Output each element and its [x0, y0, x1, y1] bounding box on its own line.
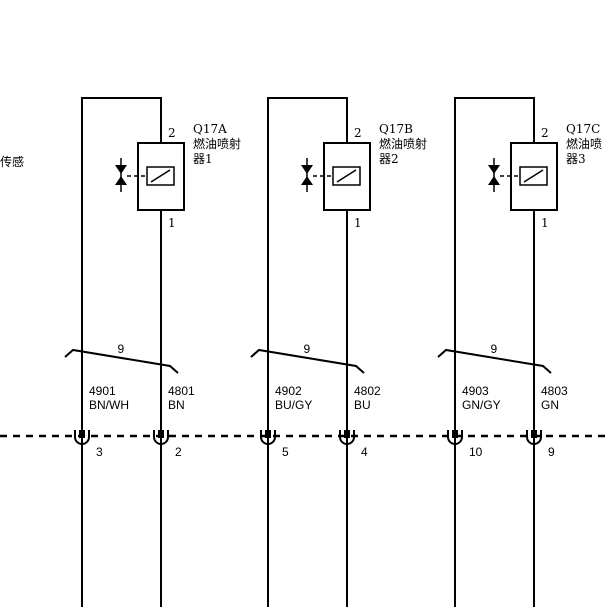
bundle-count: 9 — [304, 342, 311, 356]
right-wire-color: BU — [354, 398, 371, 412]
connector-pin-icon — [339, 430, 355, 445]
injector-name-line2: 器3 — [566, 152, 586, 166]
connector-pin-contact — [344, 430, 350, 438]
bundle-count: 9 — [118, 342, 125, 356]
connector-pin-number: 10 — [469, 445, 483, 459]
solenoid-coil-slash — [150, 169, 171, 183]
connector-pin-icon — [526, 430, 542, 445]
bundle-count: 9 — [491, 342, 498, 356]
connector-pin-icon — [74, 430, 90, 445]
solenoid-coil-slash — [523, 169, 544, 183]
connector-pin-icon — [260, 430, 276, 445]
solenoid-coil-icon — [519, 166, 548, 186]
connector-pin-contact — [531, 430, 537, 438]
injector-id: Q17B — [379, 122, 413, 136]
left-edge-label: 传感 — [0, 154, 24, 169]
connector-pin-contact — [79, 430, 85, 438]
injector-name-line2: 器2 — [379, 152, 399, 166]
left-wire-circuit: 4902 — [275, 384, 302, 398]
solenoid-coil-icon — [332, 166, 361, 186]
right-wire-color: GN — [541, 398, 559, 412]
connector-pin-icon — [447, 430, 463, 445]
injector-pin-top: 2 — [354, 126, 362, 140]
right-wire-circuit: 4803 — [541, 384, 568, 398]
bundle-marker — [250, 348, 365, 374]
right-wire-circuit: 4802 — [354, 384, 381, 398]
bundle-marker — [437, 348, 552, 374]
injector-pin-bottom: 1 — [354, 216, 362, 230]
right-wire-circuit: 4801 — [168, 384, 195, 398]
injector-name-line1: 燃油喷射 — [379, 136, 427, 151]
connector-pin-number: 2 — [175, 445, 182, 459]
connector-pin-icon — [153, 430, 169, 445]
left-wire-circuit: 4901 — [89, 384, 116, 398]
left-wire-circuit: 4903 — [462, 384, 489, 398]
solenoid-coil-slash — [336, 169, 357, 183]
right-wire-color: BN — [168, 398, 185, 412]
injector-pin-bottom: 1 — [541, 216, 549, 230]
connector-pin-number: 3 — [96, 445, 103, 459]
bundle-marker — [64, 348, 179, 374]
connector-pin-contact — [158, 430, 164, 438]
connector-pin-number: 5 — [282, 445, 289, 459]
connector-pin-contact — [452, 430, 458, 438]
injector-name-line1: 燃油喷射 — [193, 136, 241, 151]
solenoid-coil-icon — [146, 166, 175, 186]
injector-id: Q17A — [193, 122, 227, 136]
feed-wire — [81, 97, 162, 607]
injector-name-line1: 燃油喷 — [566, 136, 602, 151]
connector-pin-number: 9 — [548, 445, 555, 459]
feed-wire — [267, 97, 348, 607]
injector-pin-top: 2 — [168, 126, 176, 140]
injector-pin-bottom: 1 — [168, 216, 176, 230]
connector-pin-contact — [265, 430, 271, 438]
left-wire-color: BU/GY — [275, 398, 312, 412]
injector-id: Q17C — [566, 122, 600, 136]
left-wire-color: GN/GY — [462, 398, 501, 412]
injector-pin-top: 2 — [541, 126, 549, 140]
injector-name-line2: 器1 — [193, 152, 213, 166]
left-wire-color: BN/WH — [89, 398, 129, 412]
feed-wire — [454, 97, 535, 607]
connector-pin-number: 4 — [361, 445, 368, 459]
